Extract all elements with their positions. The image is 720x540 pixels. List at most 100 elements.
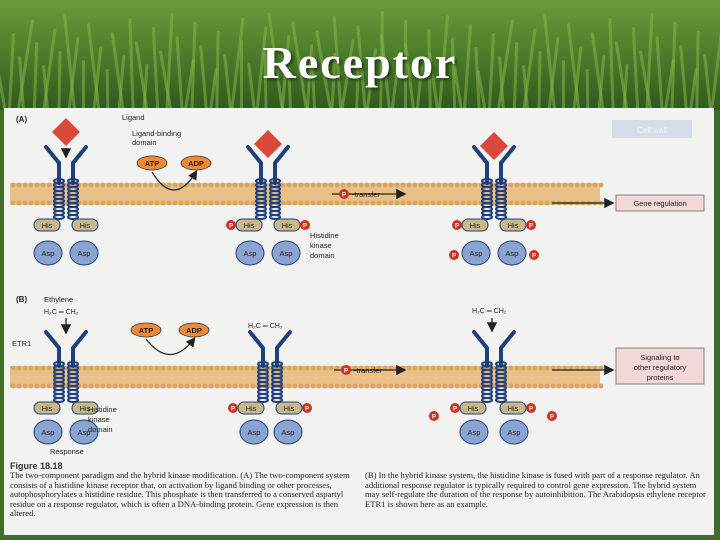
etr1-label: ETR1 (12, 339, 31, 348)
lipid-head (466, 383, 472, 389)
his-pill-left-label: His (244, 221, 255, 230)
lipid-head (592, 383, 598, 389)
ethylene-formula: H₂C ═ CH₂ (44, 309, 79, 316)
lipid-head (10, 182, 16, 188)
lipid-head (16, 182, 22, 188)
asp-label: Asp (42, 249, 55, 258)
asp-label: Asp (468, 428, 481, 437)
lipid-head (94, 365, 100, 371)
lipid-head (94, 200, 100, 206)
lipid-head (352, 182, 358, 188)
lipid-head (10, 365, 16, 371)
lipid-head (400, 182, 406, 188)
membrane-bilayer (10, 366, 600, 388)
lipid-head (526, 383, 532, 389)
lipid-head (556, 383, 562, 389)
lipid-head (280, 200, 286, 206)
phosphate-label: P (455, 224, 459, 230)
asp-domain (235, 240, 265, 266)
lipid-head (406, 383, 412, 389)
lipid-head (220, 365, 226, 371)
asp-domain (273, 419, 303, 445)
lipid-head (292, 182, 298, 188)
asp-label: Asp (508, 428, 521, 437)
lipid-head (322, 182, 328, 188)
phosphate-label: P (305, 407, 309, 413)
receptor-arm-left (44, 330, 61, 368)
lipid-head (88, 200, 94, 206)
lipid-head (508, 383, 514, 389)
phosphate-circle (529, 250, 539, 260)
lipid-head (172, 200, 178, 206)
lipid-head (250, 200, 256, 206)
phosphate-label: P (452, 254, 456, 260)
asp-domain (33, 240, 63, 266)
p-transfer-label-b: -transfer (354, 366, 382, 375)
lipid-head (292, 365, 298, 371)
receptor-arm-right (273, 145, 290, 185)
lipid-head (34, 383, 40, 389)
lipid-head (418, 182, 424, 188)
lipid-head (340, 200, 346, 206)
lipid-head (406, 182, 412, 188)
lipid-head (472, 365, 478, 371)
lipid-head (166, 182, 172, 188)
hk-b-label-2: kinase (88, 415, 110, 424)
lipid-head (328, 182, 334, 188)
lipid-head (364, 200, 370, 206)
lipid-head (424, 383, 430, 389)
lipid-head (388, 365, 394, 371)
lipid-head (562, 182, 568, 188)
adp-oval-b-label: ADP (186, 326, 202, 335)
transmembrane-helix (67, 214, 79, 220)
lipid-head (598, 383, 604, 389)
receptor-arm-left (472, 330, 489, 368)
lipid-head (472, 182, 478, 188)
lipid-head (226, 365, 232, 371)
lipid-head (448, 365, 454, 371)
transmembrane-helix (269, 214, 281, 220)
asp-label: Asp (42, 428, 55, 437)
lipid-head (118, 182, 124, 188)
lipid-head (142, 383, 148, 389)
lipid-head (358, 200, 364, 206)
lipid-head (526, 200, 532, 206)
lipid-head (214, 365, 220, 371)
lipid-head (508, 200, 514, 206)
lipid-head (466, 365, 472, 371)
lipid-head (22, 365, 28, 371)
cell-wall-label: Cell wall (637, 126, 667, 135)
lipid-head (34, 365, 40, 371)
lipid-head (376, 383, 382, 389)
lipid-head (40, 365, 46, 371)
lipid-head (136, 365, 142, 371)
lipid-head (544, 383, 550, 389)
lipid-head (46, 200, 52, 206)
his-pill-b1-right (71, 401, 99, 415)
lipid-head (40, 182, 46, 188)
lipid-head (244, 383, 250, 389)
lipid-head (106, 365, 112, 371)
transmembrane-helix (271, 397, 283, 403)
lipid-head (376, 182, 382, 188)
lipid-head (394, 200, 400, 206)
lipid-head (142, 365, 148, 371)
lipid-head (232, 383, 238, 389)
lipid-head (454, 383, 460, 389)
lipid-head (100, 365, 106, 371)
lipid-head (88, 182, 94, 188)
hk-b-label-3: domain (88, 425, 113, 434)
lipid-head (580, 182, 586, 188)
hk-label-2: kinase (310, 241, 332, 250)
lipid-head (454, 365, 460, 371)
lipid-head (322, 365, 328, 371)
lipid-head (346, 200, 352, 206)
lipid-head (22, 182, 28, 188)
caption-right: (B) In the hybrid kinase system, the his… (365, 470, 706, 509)
lipid-head (514, 182, 520, 188)
receptor-arm-left (44, 145, 61, 185)
his-pill-b2-right-label: His (284, 404, 295, 413)
lipid-head (424, 365, 430, 371)
lipid-head (286, 383, 292, 389)
lipid-head (190, 365, 196, 371)
